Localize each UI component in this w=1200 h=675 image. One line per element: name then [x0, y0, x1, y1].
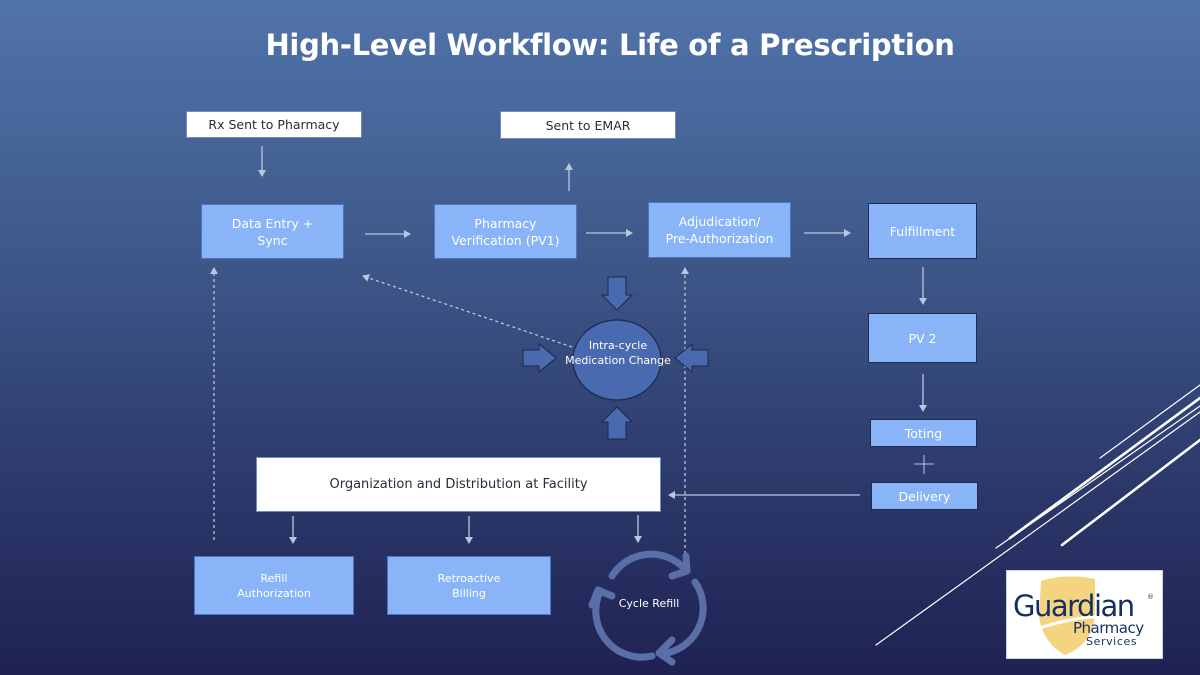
cycle-refill-arrowheads: [588, 552, 691, 666]
pharmacy-verification-pv1-box[interactable]: Pharmacy Verification (PV1): [434, 204, 577, 259]
logo-line3: Services: [1086, 635, 1138, 648]
cycle-refill-label: Cycle Refill: [618, 597, 680, 610]
retro-billing-label-line1: Retroactive: [437, 571, 501, 585]
toting-label: Toting: [904, 425, 943, 441]
pv1-label-line2: Verification (PV1): [451, 232, 560, 248]
rx-sent-label: Rx Sent to Pharmacy: [208, 117, 340, 132]
decorative-lines: [875, 384, 1200, 646]
fulfillment-box[interactable]: Fulfillment: [868, 203, 977, 259]
organization-distribution-label: Organization and Distribution at Facilit…: [329, 477, 588, 492]
block-arrow-left-icon: [674, 342, 709, 374]
toting-box[interactable]: Toting: [870, 419, 977, 447]
intra-cycle-label-line2: Medication Change: [565, 354, 671, 367]
organization-distribution-box[interactable]: Organization and Distribution at Facilit…: [256, 457, 661, 512]
data-entry-sync-box[interactable]: Data Entry + Sync: [201, 204, 344, 259]
block-arrow-up-icon: [600, 406, 634, 440]
block-arrow-down-icon: [600, 276, 634, 311]
guardian-pharmacy-logo: Guardian ® Pharmacy Services: [1006, 570, 1163, 659]
logo-line2: Pharmacy: [1073, 619, 1144, 637]
block-arrow-right-icon: [522, 342, 557, 374]
refill-auth-label-line2: Authorization: [237, 586, 311, 600]
sent-to-emar-label: Sent to EMAR: [545, 117, 631, 133]
refill-auth-label-line1: Refill: [260, 571, 288, 585]
logo-registered-mark: ®: [1147, 593, 1154, 601]
logo-brand: Guardian: [1013, 589, 1135, 623]
pv2-box[interactable]: PV 2: [868, 313, 977, 363]
slide-title: High-Level Workflow: Life of a Prescript…: [265, 28, 955, 62]
intra-cycle-label-line1: Intra-cycle: [588, 339, 648, 352]
shield-icon: [1036, 576, 1153, 655]
pv1-label-line1: Pharmacy: [474, 215, 537, 231]
delivery-box[interactable]: Delivery: [871, 482, 978, 510]
delivery-label: Delivery: [898, 488, 951, 504]
fulfillment-label: Fulfillment: [889, 223, 956, 239]
adjudication-label-line1: Adjudication/: [678, 214, 761, 229]
rx-sent-to-pharmacy-box[interactable]: Rx Sent to Pharmacy: [186, 111, 362, 138]
intra-cycle-circle[interactable]: [572, 319, 662, 401]
refill-authorization-box[interactable]: Refill Authorization: [194, 556, 354, 615]
adjudication-pre-authorization-box[interactable]: Adjudication/ Pre-Authorization: [648, 202, 791, 258]
data-entry-label-line1: Data Entry +: [231, 215, 314, 231]
data-entry-label-line2: Sync: [257, 232, 288, 248]
adjudication-label-line2: Pre-Authorization: [665, 231, 774, 246]
intra-cycle-label: Intra-cycle Medication Change: [563, 338, 673, 368]
retro-billing-label-line2: Billing: [452, 586, 486, 600]
retroactive-billing-box[interactable]: Retroactive Billing: [387, 556, 551, 615]
pv2-label: PV 2: [908, 330, 937, 346]
sent-to-emar-box[interactable]: Sent to EMAR: [500, 111, 676, 139]
dashed-arrow-intracycle-to-dataentry: [362, 274, 573, 348]
cycle-refill-icon: [592, 550, 707, 661]
